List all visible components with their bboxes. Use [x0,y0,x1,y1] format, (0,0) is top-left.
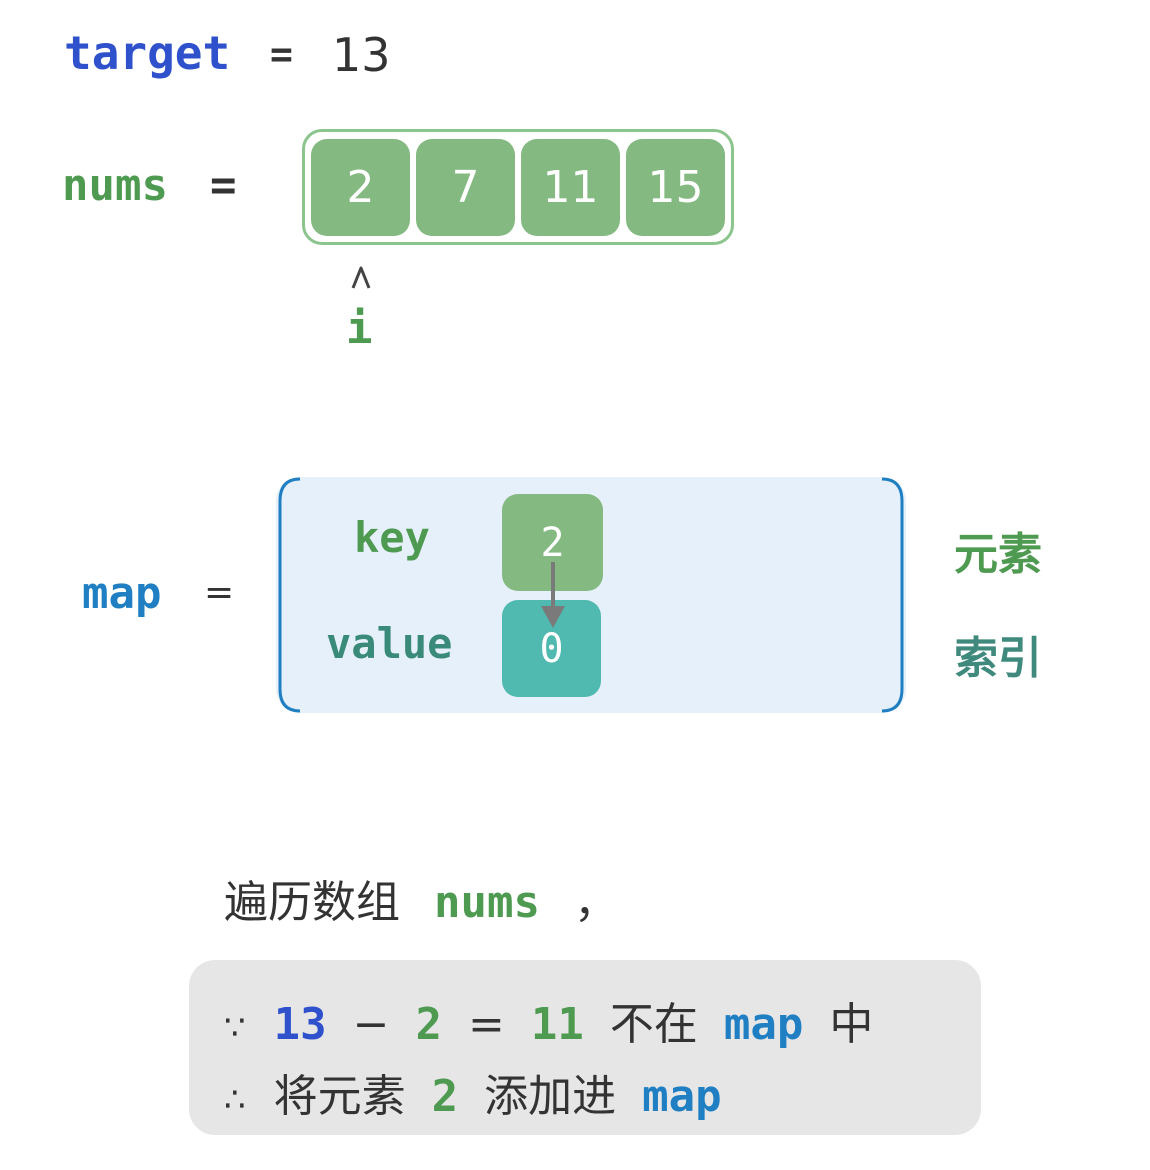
caption-text: 遍历数组 [224,877,400,928]
note-minus: − [352,999,390,1050]
key-to-value-arrow-icon [541,562,565,628]
nums-label: nums [62,160,168,211]
map-key-description: 元素 [954,529,1042,580]
pointer-arrow-icon [351,266,371,289]
map-key-label: key [354,513,430,562]
note-text-add-into: 添加进 [484,1071,617,1122]
note-text-in: 中 [829,999,874,1050]
target-equals: = [270,32,293,76]
note-element-value: 2 [431,1071,459,1122]
map-equals: = [204,572,235,613]
note-complement-value: 11 [530,999,584,1050]
map-label: map [82,568,162,619]
pointer-label: i [346,303,373,354]
explanation-line-therefore: ∴ 将元素 2 添加进 map [224,1060,722,1124]
because-symbol: ∵ [224,1008,246,1048]
explanation-box [189,960,981,1135]
note-equals: = [468,999,505,1050]
note-text-put-element: 将元素 [273,1071,406,1122]
map-brackets [278,477,904,713]
nums-cell: 11 [521,138,620,236]
note-text-not-in: 不在 [609,999,698,1050]
note-map: map [642,1071,722,1122]
nums-array: 2 7 11 15 [302,129,734,245]
nums-equals: = [210,160,237,211]
step-caption: 遍历数组 nums ， [224,866,618,930]
nums-cell: 2 [311,138,410,236]
note-target-value: 13 [273,999,327,1050]
explanation-line-because: ∵ 13 − 2 = 11 不在 map 中 [224,988,873,1052]
note-element-value: 2 [415,999,443,1050]
nums-cell: 7 [416,138,515,236]
map-value-description: 索引 [954,633,1042,684]
caption-nums: nums [434,877,540,928]
therefore-symbol: ∴ [224,1080,246,1120]
note-map: map [723,999,804,1050]
caption-comma: ， [573,877,618,928]
nums-cell: 15 [626,138,725,236]
target-value: 13 [332,28,391,82]
target-label: target [64,26,231,80]
map-value-label: value [326,619,453,668]
